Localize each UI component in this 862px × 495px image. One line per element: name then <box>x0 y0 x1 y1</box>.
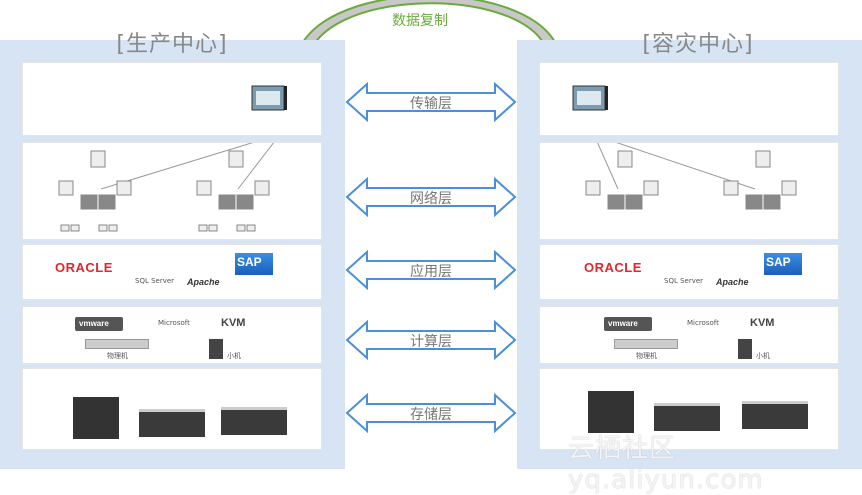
application-layer-box: ORACLE SQL Server Apache SAP <box>22 244 322 300</box>
microsoft-logo: Microsoft <box>687 319 719 327</box>
layer-label: 传输层 <box>410 96 452 112</box>
production-center-panel: ORACLE SQL Server Apache SAP vmware Micr… <box>0 40 345 469</box>
transport-layer-box <box>539 62 839 136</box>
oracle-logo: ORACLE <box>55 260 113 275</box>
physical-label: 物理机 <box>636 352 657 360</box>
sqlserver-logo: SQL Server <box>135 277 175 285</box>
vmware-logo: vmware <box>604 317 652 331</box>
storage-rack-icon <box>588 391 634 433</box>
minicomputer-icon <box>209 339 223 359</box>
x86-server-icon <box>614 339 678 349</box>
minicomputer-icon <box>738 339 752 359</box>
storage-layer-box <box>22 368 322 450</box>
microsoft-logo: Microsoft <box>158 319 190 327</box>
application-layer-box: ORACLE SQL Server Apache SAP <box>539 244 839 300</box>
storage-array-icon <box>139 409 205 437</box>
application-layer-arrow: 应用层 <box>345 249 517 291</box>
network-switches-icon <box>585 136 797 210</box>
sap-logo: SAP <box>764 253 802 275</box>
sap-logo: SAP <box>235 253 273 275</box>
compute-layer-box: vmware Microsoft KVM 物理机 小机 <box>539 306 839 364</box>
network-layer-box <box>22 136 322 240</box>
storage-rack-icon <box>73 397 119 439</box>
x86-server-icon <box>85 339 149 349</box>
apache-logo: Apache <box>716 277 749 287</box>
storage-array-icon <box>742 401 808 429</box>
layer-label: 网络层 <box>410 191 452 207</box>
physical-label: 物理机 <box>107 352 128 360</box>
network-layer-box <box>539 136 839 240</box>
replication-label: 数据复制 <box>392 13 448 29</box>
kvm-logo: KVM <box>221 317 246 329</box>
storage-array-icon <box>654 403 720 431</box>
disaster-center-title: [容灾中心] <box>642 32 754 57</box>
firewall-icon <box>251 85 287 111</box>
vmware-logo: vmware <box>75 317 123 331</box>
watermark: 云栖社区 yq.aliyun.com <box>568 434 764 495</box>
firewall-icon <box>572 85 608 111</box>
storage-layer-arrow: 存储层 <box>345 392 517 434</box>
apache-logo: Apache <box>187 277 220 287</box>
minicomputer-label: 小机 <box>756 352 770 360</box>
layer-label: 计算层 <box>410 334 452 350</box>
oracle-logo: ORACLE <box>584 260 642 275</box>
minicomputer-label: 小机 <box>227 352 241 360</box>
layer-label: 应用层 <box>410 264 452 280</box>
disaster-recovery-panel: ORACLE SQL Server Apache SAP vmware Micr… <box>517 40 862 469</box>
layer-label: 存储层 <box>410 407 452 423</box>
compute-layer-box: vmware Microsoft KVM 物理机 小机 <box>22 306 322 364</box>
transport-layer-arrow: 传输层 <box>345 81 517 123</box>
transport-layer-box <box>22 62 322 136</box>
sqlserver-logo: SQL Server <box>664 277 704 285</box>
kvm-logo: KVM <box>750 317 775 329</box>
compute-layer-arrow: 计算层 <box>345 319 517 361</box>
network-layer-arrow: 网络层 <box>345 176 517 218</box>
storage-layer-box <box>539 368 839 450</box>
production-center-title: [生产中心] <box>116 32 228 57</box>
network-switches-icon <box>58 136 279 232</box>
storage-array-icon <box>221 407 287 435</box>
